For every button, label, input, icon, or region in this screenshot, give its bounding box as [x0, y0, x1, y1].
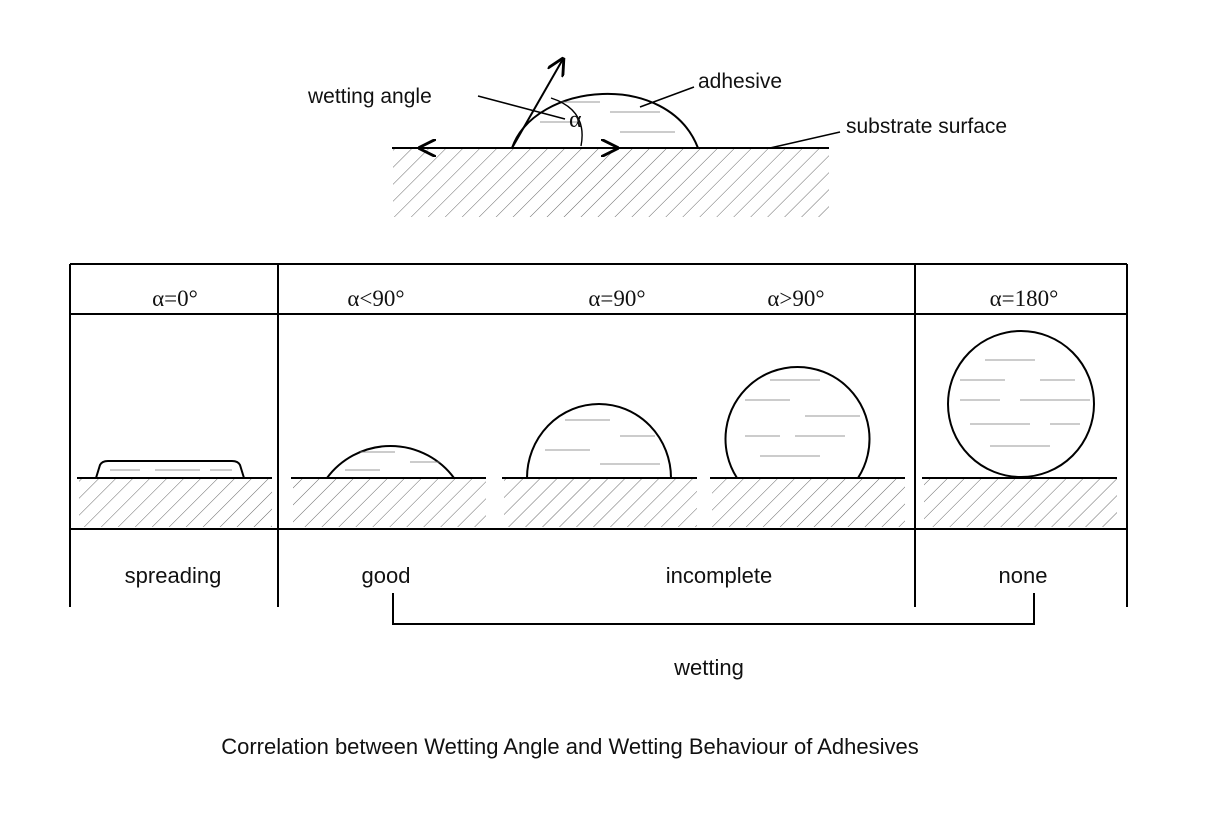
cell-180-drop [922, 330, 1117, 527]
wetting-label: wetting [673, 655, 744, 680]
sphere-drop [947, 330, 1095, 478]
wetting-angle-label: wetting angle [307, 85, 432, 108]
substrate-hatch [712, 479, 905, 527]
cell-gt90-drop [710, 365, 905, 527]
wetting-bracket [392, 593, 1035, 625]
adhesive-label: adhesive [698, 70, 782, 93]
cell-spreading-drop [77, 460, 272, 527]
substrate-hatch [79, 479, 272, 527]
angle-arc [550, 97, 583, 147]
header-alpha-lt90: α<90° [347, 286, 404, 311]
figure-caption: Correlation between Wetting Angle and We… [221, 734, 919, 759]
hemisphere-drop [526, 403, 672, 479]
alpha-symbol: α [569, 107, 582, 133]
header-alpha-90: α=90° [588, 286, 645, 311]
header-alpha-180: α=180° [990, 286, 1059, 311]
wetting-angle-leader [477, 95, 566, 120]
behaviour-none: none [999, 563, 1048, 588]
substrate-hatch [924, 479, 1117, 527]
flat-film-drop [95, 460, 245, 479]
behaviour-good: good [362, 563, 411, 588]
header-alpha-gt90: α>90° [767, 286, 824, 311]
cell-good-drop [291, 444, 486, 527]
table-grid [69, 263, 1128, 607]
top-diagram: wetting angle adhesive substrate surface… [307, 59, 1007, 217]
substrate-leader [769, 131, 841, 149]
cell-90-drop [502, 403, 697, 527]
behaviour-incomplete: incomplete [666, 563, 772, 588]
header-alpha-0: α=0° [152, 286, 198, 311]
behaviour-spreading: spreading [125, 563, 222, 588]
substrate-hatch [504, 479, 697, 527]
behaviour-labels: spreading good incomplete none [125, 563, 1048, 588]
top-drop-fill-lines [540, 101, 675, 133]
substrate-surface-label: substrate surface [846, 115, 1007, 138]
substrate-hatch [293, 479, 486, 527]
top-adhesive-drop [511, 92, 699, 149]
top-substrate-hatch [393, 149, 829, 217]
angle-headers: α=0° α<90° α=90° α>90° α=180° [152, 286, 1058, 311]
adhesive-leader [639, 86, 695, 108]
tangent-arrow [511, 59, 563, 149]
high-angle-drop [724, 365, 871, 479]
low-angle-drop [326, 444, 455, 479]
